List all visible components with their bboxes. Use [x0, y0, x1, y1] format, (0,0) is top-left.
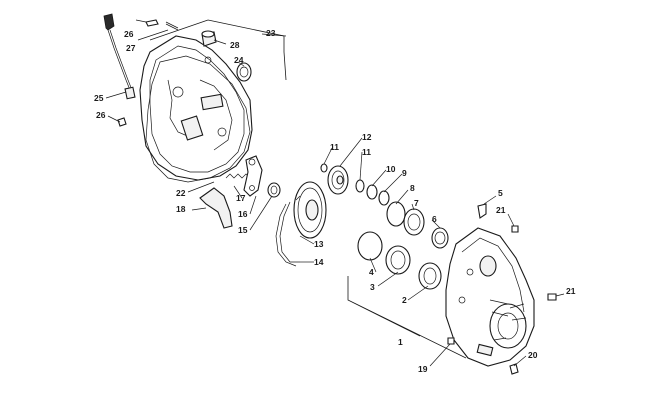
callout-23: 23 [266, 28, 276, 38]
callout-11-upper: 11 [330, 142, 339, 152]
leader-23 [261, 33, 287, 37]
callout-19: 19 [418, 364, 428, 374]
callout-20: 20 [528, 350, 538, 360]
case-fasteners [447, 203, 557, 375]
upper-gear [320, 163, 390, 206]
callout-7: 7 [414, 198, 419, 208]
callout-5: 5 [498, 188, 503, 198]
callout-1: 1 [398, 337, 403, 347]
callout-26-left: 26 [96, 110, 106, 120]
callout-11-lower: 11 [362, 147, 371, 157]
top-fasteners [117, 19, 217, 127]
chaincase-cover [139, 35, 253, 181]
callout-26-top: 26 [124, 29, 134, 39]
callout-14: 14 [314, 257, 324, 267]
callout-24: 24 [234, 55, 244, 65]
callout-18: 18 [176, 204, 186, 214]
seal-24 [236, 62, 252, 82]
callout-16: 16 [238, 209, 248, 219]
callout-21-right: 21 [566, 286, 576, 296]
chaincase-housing [445, 227, 535, 367]
callout-12: 12 [362, 132, 372, 142]
callout-15: 15 [238, 225, 248, 235]
callout-3: 3 [370, 282, 375, 292]
callout-17: 17 [236, 193, 246, 203]
bearings-and-seals [357, 201, 449, 290]
dipstick [103, 13, 136, 100]
leader-lines [105, 19, 565, 367]
callout-9: 9 [402, 168, 407, 178]
callout-25: 25 [94, 93, 104, 103]
callout-28: 28 [230, 40, 240, 50]
cover-gasket [145, 55, 251, 183]
callout-2: 2 [402, 295, 407, 305]
callout-10: 10 [386, 164, 396, 174]
callout-4: 4 [369, 267, 374, 277]
case-assembly-bracket [347, 276, 467, 359]
callout-21-upper: 21 [496, 205, 506, 215]
callout-labels: 1 2 3 4 5 6 7 8 9 10 11 11 12 13 14 15 1… [94, 28, 576, 374]
callout-8: 8 [410, 183, 415, 193]
callout-27: 27 [126, 43, 136, 53]
cover-assembly-bracket [149, 19, 287, 81]
sprocket-and-chain [275, 181, 327, 267]
tensioner-parts [199, 155, 281, 229]
callout-13: 13 [314, 239, 324, 249]
callout-6: 6 [432, 214, 437, 224]
callout-22: 22 [176, 188, 186, 198]
